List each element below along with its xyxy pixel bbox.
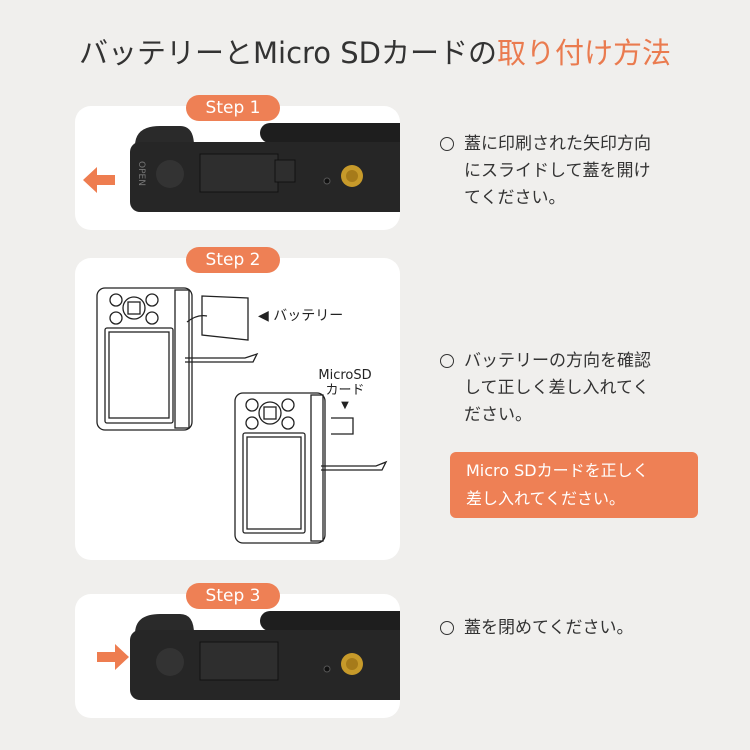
bullet-circle-icon: [440, 621, 454, 635]
page-title: バッテリーとMicro SDカードの取り付け方法: [0, 30, 750, 72]
step-1-text-line: にスライドして蓋を開け: [464, 161, 651, 181]
step-1-card: OPEN: [75, 106, 400, 230]
bullet-circle-icon: [440, 137, 454, 151]
camera-bottom-open-illustration: OPEN: [83, 123, 400, 212]
step-1-description: 蓋に印刷された矢印方向 にスライドして蓋を開け てください。: [440, 131, 651, 212]
step-2-text-line: ださい。: [464, 405, 532, 425]
bullet-circle-icon: [440, 354, 454, 368]
step-1-badge: Step 1: [186, 95, 280, 121]
camera-insert-illustration: [96, 287, 388, 544]
step-3-description: 蓋を閉めてください。: [440, 615, 634, 642]
step-2-text-line: バッテリーの方向を確認: [464, 351, 651, 371]
down-arrow-icon: ▼: [341, 400, 349, 411]
open-label: OPEN: [136, 161, 146, 186]
step-2-badge: Step 2: [186, 247, 280, 273]
sd-card-note: Micro SDカードを正しく 差し入れてください。: [450, 452, 698, 518]
sd-card-label: MicroSD カード ▼: [313, 368, 377, 413]
step-3-badge: Step 3: [186, 583, 280, 609]
camera-bottom-closed-illustration: [97, 611, 400, 700]
battery-label: ◀ バッテリー: [258, 308, 344, 324]
step-2-card: ◀ バッテリー MicroSD カード ▼: [75, 258, 400, 560]
sd-label-line: MicroSD: [318, 368, 372, 383]
note-line: Micro SDカードを正しく: [466, 461, 649, 480]
step-2-description: バッテリーの方向を確認 して正しく差し入れてく ださい。: [440, 348, 651, 429]
step-1-text-line: てください。: [464, 188, 566, 208]
step-1-text-line: 蓋に印刷された矢印方向: [464, 134, 651, 154]
arrow-left-icon: [83, 167, 115, 193]
camera-sd-illustration: [234, 392, 388, 544]
step-3-card: [75, 594, 400, 718]
title-main: バッテリーとMicro SDカードの: [78, 36, 497, 70]
camera-battery-illustration: [96, 287, 259, 431]
step-3-text-line: 蓋を閉めてください。: [464, 618, 634, 638]
note-line: 差し入れてください。: [466, 489, 626, 508]
arrow-right-icon: [97, 644, 129, 670]
sd-label-line: カード: [325, 383, 365, 398]
title-highlight: 取り付け方法: [497, 36, 672, 70]
step-2-text-line: して正しく差し入れてく: [464, 378, 650, 398]
